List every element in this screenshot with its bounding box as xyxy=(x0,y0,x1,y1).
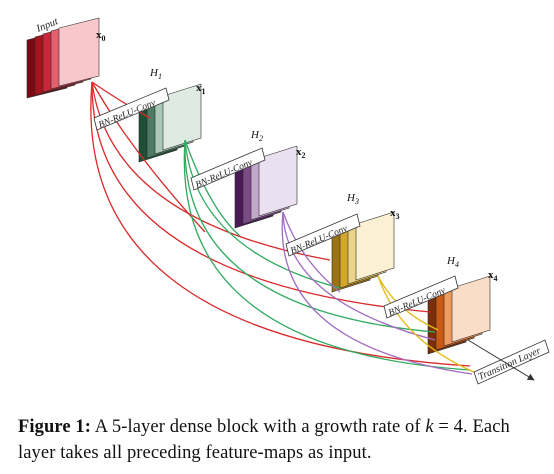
feature-map-x4-3 xyxy=(451,275,491,343)
feature-maps-x2 xyxy=(234,145,298,229)
h4-label: H4 xyxy=(446,255,459,269)
caption-label: Figure 1: xyxy=(18,417,92,437)
feature-maps-x3 xyxy=(331,211,395,293)
arc-x3-transition xyxy=(377,275,475,373)
arc-x2-x4 xyxy=(282,211,436,341)
x1-label: x1 xyxy=(196,82,206,96)
feature-map-x1-3 xyxy=(162,83,202,151)
h3-label: H3 xyxy=(346,192,359,206)
feature-map-x0-4 xyxy=(58,17,100,87)
arc-x0-transition xyxy=(90,81,471,367)
composite-function-box-3 xyxy=(285,213,361,257)
arc-x1-x4 xyxy=(184,139,436,333)
arc-x1-x2 xyxy=(184,139,241,237)
figure-caption: Figure 1: A 5-layer dense block with a g… xyxy=(18,414,548,466)
dense-connections xyxy=(90,81,475,375)
arc-x0-x4 xyxy=(91,81,431,313)
feature-maps-x1 xyxy=(138,83,202,163)
x0-label: x0 xyxy=(96,29,106,43)
feature-maps-x4 xyxy=(427,275,491,355)
feature-maps-x0 xyxy=(26,17,100,99)
x4-label: x4 xyxy=(488,269,498,283)
h2-label: H2 xyxy=(250,129,263,143)
arc-x2-x3 xyxy=(282,211,341,293)
transition-layer: Transition Layer xyxy=(467,339,550,385)
feature-map-x2-3 xyxy=(258,145,298,217)
arc-x2-transition xyxy=(281,211,473,375)
caption-k-variable: k xyxy=(425,417,434,437)
x2-label: x2 xyxy=(296,146,306,160)
composite-function-box-4 xyxy=(383,275,459,319)
caption-text-before: A 5-layer dense block with a growth rate… xyxy=(94,417,421,437)
dense-block-figure: BN-ReLU-ConvBN-ReLU-ConvBN-ReLU-ConvBN-R… xyxy=(26,16,550,385)
caption-text-after: = 4. Each layer takes all preceding feat… xyxy=(18,417,510,463)
arc-x0-x1 xyxy=(91,81,151,119)
composite-function-box-2 xyxy=(190,147,266,191)
arc-x1-transition xyxy=(183,139,471,371)
composite-function-box-1 xyxy=(93,87,170,131)
feature-map-x3-3 xyxy=(355,211,395,281)
h1-label: H1 xyxy=(149,67,162,81)
arc-x1-x3 xyxy=(184,139,341,289)
x3-label: x3 xyxy=(390,207,400,221)
